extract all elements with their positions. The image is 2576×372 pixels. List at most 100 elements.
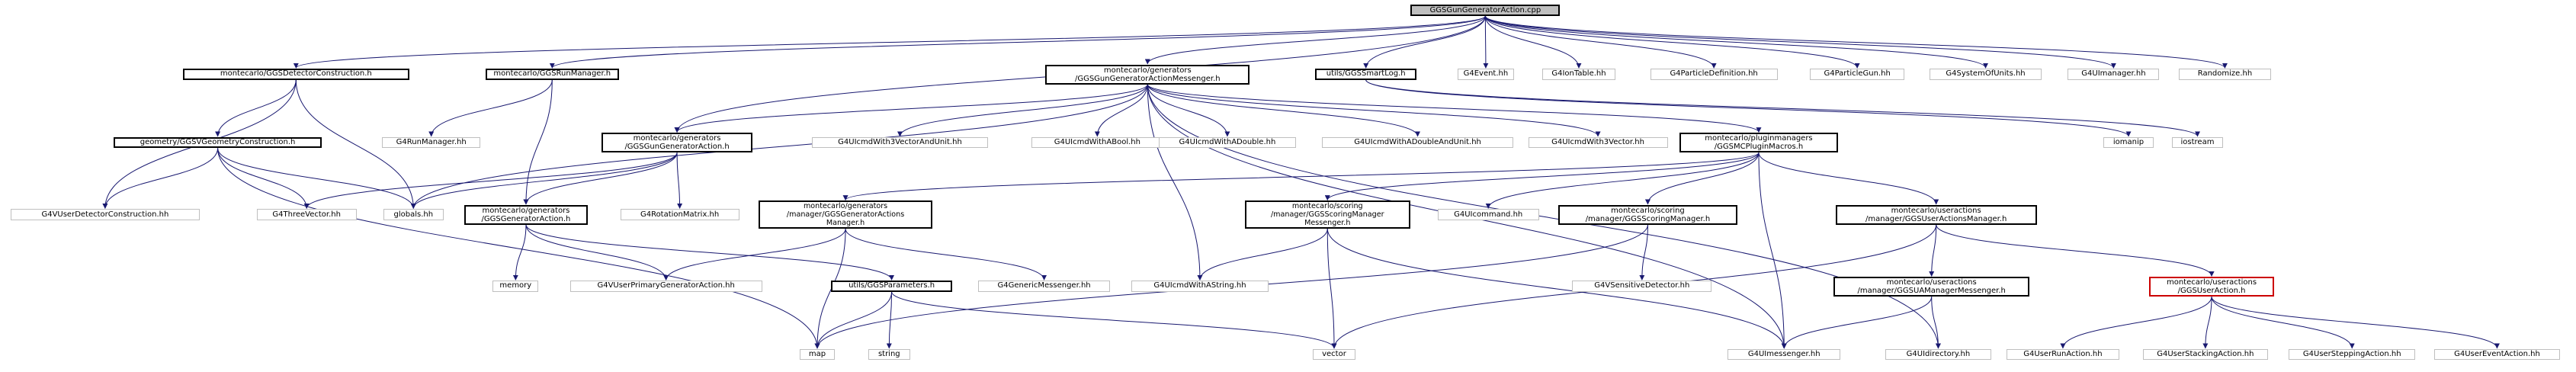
node-g4su[interactable]: G4SystemOfUnits.hh — [1929, 69, 2042, 80]
node-g4uicas[interactable]: G4UIcmdWithAString.hh — [1131, 281, 1269, 292]
node-g4rm[interactable]: G4RunManager.hh — [382, 136, 480, 149]
node-iomanip[interactable]: iomanip — [2103, 136, 2154, 149]
edge-gam-to-cab — [1094, 84, 1148, 137]
node-ssm[interactable]: montecarlo/scoring/manager/GGSScoringMan… — [1244, 200, 1410, 229]
node-uam[interactable]: montecarlo/useractions/manager/GGSUserAc… — [1835, 204, 2037, 225]
node-g4uimsg-label: G4UImessenger.hh — [1747, 350, 1821, 359]
edge-smart-to-iostream — [1365, 79, 2200, 137]
node-g4ura[interactable]: G4UserRunAction.hh — [2006, 348, 2120, 361]
edge-params-to-vector — [891, 291, 1337, 349]
edge-root-to-det — [294, 15, 1486, 69]
node-g4usa[interactable]: G4UserStackingAction.hh — [2142, 348, 2269, 361]
edge-mcp-to-ssm — [1324, 152, 1760, 201]
node-g4uid-label: G4UIdirectory.hh — [1906, 350, 1971, 359]
edge-runm-to-ggsga — [523, 79, 553, 205]
node-gams-label-2: /manager/GGSGeneratorActions — [786, 210, 905, 220]
edge-gga-to-g4rot — [676, 152, 683, 209]
node-glob-label: globals.hh — [393, 210, 434, 219]
node-cad[interactable]: G4UIcmdWithADouble.hh — [1159, 136, 1296, 149]
node-g4vudc-label: G4VUserDetectorConstruction.hh — [41, 210, 169, 219]
edge-params-to-string — [886, 291, 893, 349]
edge-gga-to-ggsga — [523, 152, 678, 205]
node-g4uid[interactable]: G4UIdirectory.hh — [1885, 348, 1992, 361]
node-mcp[interactable]: montecarlo/pluginmanagers/GGSMCPluginMac… — [1679, 133, 1839, 153]
edge-mcp-to-uam — [1758, 152, 1939, 205]
node-root[interactable]: GGSGunGeneratorAction.cpp — [1410, 5, 1561, 17]
edge-mcp-to-g4uimsg — [1758, 152, 1787, 349]
edge-root-to-g4su — [1484, 15, 1988, 69]
edge-gams-to-g4gm — [845, 229, 1047, 281]
node-vector[interactable]: vector — [1313, 348, 1355, 361]
node-gams[interactable]: montecarlo/generators/manager/GGSGenerat… — [759, 200, 932, 229]
edge-ua-to-g4ura — [2060, 297, 2212, 349]
node-map[interactable]: map — [799, 348, 836, 361]
node-g4pd-label: G4ParticleDefinition.hh — [1670, 69, 1758, 79]
node-g4uimsg[interactable]: G4UImessenger.hh — [1727, 348, 1841, 361]
node-ua[interactable]: montecarlo/useractions/GGSUserAction.h — [2148, 277, 2275, 297]
node-g4vupga[interactable]: G4VUserPrimaryGeneratorAction.hh — [569, 281, 762, 292]
node-geo[interactable]: geometry/GGSVGeometryConstruction.h — [113, 136, 322, 149]
node-g4ion[interactable]: G4IonTable.hh — [1542, 69, 1615, 80]
node-memory-label: memory — [499, 281, 532, 290]
node-gga-label-1: montecarlo/generators — [633, 134, 721, 143]
node-params[interactable]: utils/GGSParameters.h — [831, 281, 953, 292]
node-gga[interactable]: montecarlo/generators/GGSGunGeneratorAct… — [601, 133, 752, 153]
node-g4tv-label: G4ThreeVector.hh — [272, 210, 341, 219]
node-glob[interactable]: globals.hh — [383, 209, 444, 220]
edge-uam-to-ua — [1936, 224, 2215, 277]
node-iostream[interactable]: iostream — [2172, 136, 2223, 149]
node-g4uic[interactable]: G4UIcommand.hh — [1437, 209, 1539, 220]
node-g4uev[interactable]: G4UserEventAction.hh — [2433, 348, 2561, 361]
node-uamm[interactable]: montecarlo/useractions/manager/GGSUAMana… — [1833, 277, 2030, 297]
node-gam-label-2: /GGSGunGeneratorActionMessenger.h — [1074, 74, 1221, 83]
node-string-label: string — [877, 350, 900, 359]
node-string[interactable]: string — [868, 348, 910, 361]
node-g4vupga-label: G4VUserPrimaryGeneratorAction.hh — [597, 281, 735, 290]
node-ssm-label-3: Messenger.h — [1304, 219, 1351, 228]
node-g4ustep[interactable]: G4UserSteppingAction.hh — [2289, 348, 2416, 361]
node-g4tv[interactable]: G4ThreeVector.hh — [256, 209, 357, 220]
node-cab[interactable]: G4UIcmdWithABool.hh — [1031, 136, 1163, 149]
edge-root-to-smart — [1363, 16, 1486, 69]
node-det[interactable]: montecarlo/GGSDetectorConstruction.h — [182, 69, 409, 80]
node-params-label: utils/GGSParameters.h — [849, 281, 935, 290]
edge-gam-to-cad — [1147, 84, 1230, 137]
node-g4pd[interactable]: G4ParticleDefinition.hh — [1650, 69, 1778, 80]
edge-smart-to-iomanip — [1365, 79, 2132, 137]
node-c3vu[interactable]: G4UIcmdWith3VectorAndUnit.hh — [811, 136, 988, 149]
node-gam[interactable]: montecarlo/generators/GGSGunGeneratorAct… — [1045, 64, 1250, 85]
node-smart[interactable]: utils/GGSSmartLog.h — [1314, 69, 1417, 80]
node-gga-label-2: /GGSGunGeneratorAction.h — [624, 143, 730, 152]
node-g4vsd[interactable]: G4VSensitiveDetector.hh — [1572, 281, 1712, 292]
node-ua-label-2: /GGSUserAction.h — [2177, 287, 2246, 296]
node-g4pg[interactable]: G4ParticleGun.hh — [1810, 69, 1905, 80]
edge-root-to-g4pg — [1484, 15, 1860, 69]
node-ssm-label-2: /manager/GGSScoringManager — [1270, 210, 1384, 220]
node-g4uim[interactable]: G4UImanager.hh — [2068, 69, 2160, 80]
edge-gga-to-g4tv — [303, 152, 678, 209]
node-g4gm[interactable]: G4GenericMessenger.hh — [978, 281, 1110, 292]
node-rand[interactable]: Randomize.hh — [2178, 69, 2271, 80]
node-cadu[interactable]: G4UIcmdWithADoubleAndUnit.hh — [1322, 136, 1513, 149]
node-c3v[interactable]: G4UIcmdWith3Vector.hh — [1528, 136, 1668, 149]
node-ggsga[interactable]: montecarlo/generators/GGSGeneratorAction… — [464, 204, 588, 225]
node-cab-label: G4UIcmdWithABool.hh — [1054, 138, 1140, 147]
edge-ssm-to-g4uicas — [1197, 229, 1328, 281]
node-g4vsd-label: G4VSensitiveDetector.hh — [1594, 281, 1690, 290]
node-memory[interactable]: memory — [492, 281, 539, 292]
node-gams-label-1: montecarlo/generators — [803, 202, 888, 211]
node-g4pg-label: G4ParticleGun.hh — [1824, 69, 1891, 79]
node-g4uic-label: G4UIcommand.hh — [1454, 210, 1523, 219]
node-g4rot[interactable]: G4RotationMatrix.hh — [620, 209, 739, 220]
node-g4vudc[interactable]: G4VUserDetectorConstruction.hh — [10, 209, 200, 220]
edge-root-to-runm — [550, 15, 1486, 69]
node-uam-label-2: /manager/GGSUserActionsManager.h — [1865, 214, 2007, 223]
node-runm[interactable]: montecarlo/GGSRunManager.h — [485, 69, 620, 80]
edge-mcp-to-sm — [1644, 152, 1760, 205]
node-sm[interactable]: montecarlo/scoring/manager/GGSScoringMan… — [1558, 204, 1737, 225]
node-c3vu-label: G4UIcmdWith3VectorAndUnit.hh — [838, 138, 962, 147]
node-uamm-label-2: /manager/GGSUAManagerMessenger.h — [1857, 287, 2006, 296]
node-map-label: map — [808, 350, 826, 359]
node-g4ev[interactable]: G4Event.hh — [1457, 69, 1514, 80]
edge-uamm-to-g4uid — [1931, 297, 1941, 349]
